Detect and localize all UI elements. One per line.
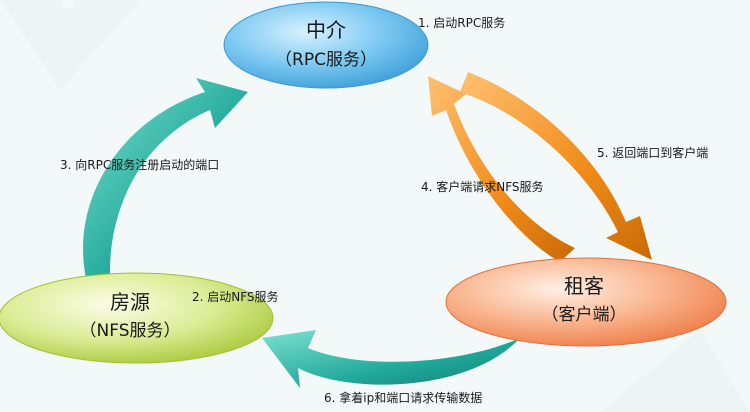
arrow-return-port xyxy=(460,72,652,260)
node-broker-name: 中介 xyxy=(306,18,346,42)
step-6-label: 6. 拿着ip和端口请求传输数据 xyxy=(324,390,482,405)
node-tenant-role: （客户端） xyxy=(542,305,627,325)
step-4-label: 4. 客户端请求NFS服务 xyxy=(421,179,544,194)
step-5-label: 5. 返回端口到客户端 xyxy=(597,145,708,160)
arrow-register-port xyxy=(83,78,248,278)
step-3-label: 3. 向RPC服务注册启动的端口 xyxy=(60,157,219,172)
node-tenant-name: 租客 xyxy=(564,274,604,298)
step-1-label: 1. 启动RPC服务 xyxy=(418,15,505,30)
arrow-transfer-data xyxy=(262,330,520,388)
node-broker-role: （RPC服务） xyxy=(275,50,377,70)
step-2-label: 2. 启动NFS服务 xyxy=(192,289,279,304)
node-tenant: 租客 （客户端） xyxy=(445,257,727,347)
arrow-client-request xyxy=(428,76,575,262)
node-broker: 中介 （RPC服务） xyxy=(223,1,429,89)
node-landlord-name: 房源 xyxy=(110,290,150,314)
node-landlord: 房源 （NFS服务） xyxy=(0,272,274,364)
node-landlord-role: （NFS服务） xyxy=(80,321,181,341)
